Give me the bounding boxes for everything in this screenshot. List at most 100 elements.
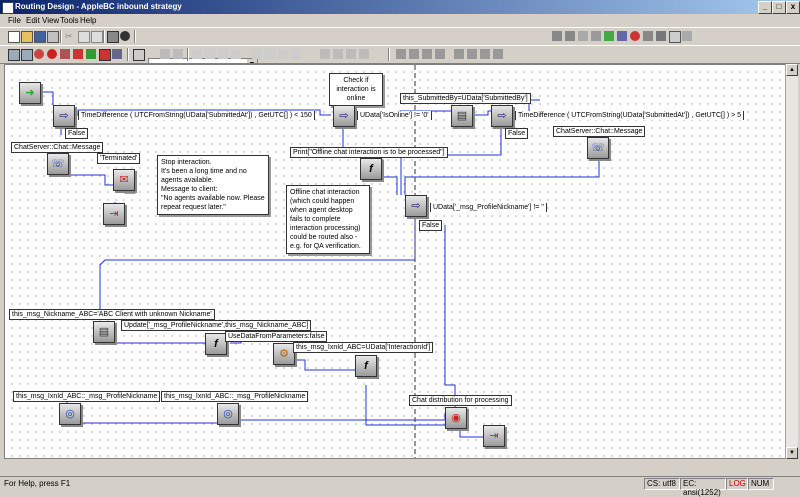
condition-time1-label: TimeDifference ( UTCFromString(UData['Su… xyxy=(78,111,315,120)
new-icon[interactable] xyxy=(8,31,20,43)
debug-icon[interactable] xyxy=(617,31,627,41)
label-ixnid-profile-1: this_msg_IxnId_ABC::_msg_ProfileNickname xyxy=(13,391,161,402)
terminate-icon[interactable] xyxy=(99,49,111,61)
order-icon[interactable] xyxy=(396,49,406,59)
condition-node-time1[interactable]: ⇨ xyxy=(53,105,75,127)
minimize-button[interactable]: _ xyxy=(758,1,772,14)
assign-node-ixnid-profile-2[interactable]: ◎ xyxy=(217,403,239,425)
align-middle-icon[interactable] xyxy=(252,49,262,59)
properties-icon[interactable] xyxy=(656,31,666,41)
exit-icon[interactable] xyxy=(47,49,57,59)
align-bottom-icon[interactable] xyxy=(265,49,275,59)
design-canvas[interactable]: ➜ ⇨ TimeDifference ( UTCFromString(UData… xyxy=(4,64,786,459)
align-left-icon[interactable] xyxy=(192,49,202,59)
note-stop-interaction: Stop interaction. It's been a long time … xyxy=(157,155,269,215)
target-node-distribution[interactable]: ◉ xyxy=(445,407,467,429)
align-right-icon[interactable] xyxy=(218,49,228,59)
condition-node-profile[interactable]: ⇨ xyxy=(405,195,427,217)
function-icon: f xyxy=(369,163,373,175)
label-terminated: 'Terminated' xyxy=(97,153,141,164)
menu-view[interactable]: View xyxy=(42,16,60,25)
align-top-icon[interactable] xyxy=(231,49,241,59)
assign-node-submitted-by[interactable]: ▤ xyxy=(451,105,473,127)
stop-icon[interactable] xyxy=(630,31,640,41)
entry-node[interactable]: ➜ xyxy=(19,82,41,104)
mail-stop-icon: ✉ xyxy=(119,174,129,186)
menu-help[interactable]: Help xyxy=(80,16,97,25)
find-icon[interactable] xyxy=(120,31,130,41)
paste-icon[interactable] xyxy=(91,31,103,43)
front-icon[interactable] xyxy=(480,49,490,59)
print-icon[interactable] xyxy=(107,31,119,43)
separator xyxy=(60,30,62,43)
filter-icon[interactable] xyxy=(578,31,588,41)
condition-node-isonline[interactable]: ⇨ xyxy=(333,105,355,127)
label-ixnid: this_msg_IxnId_ABC=UData['InteractionId'… xyxy=(293,342,434,353)
function-icon[interactable] xyxy=(60,49,70,59)
same-height-icon[interactable] xyxy=(291,49,301,59)
save-icon[interactable] xyxy=(34,31,46,43)
settings-icon[interactable] xyxy=(643,31,653,41)
close-button[interactable]: x xyxy=(786,1,800,14)
menu-tools[interactable]: Tools xyxy=(60,16,79,25)
function-node-print[interactable]: f xyxy=(360,158,382,180)
scroll-down-icon[interactable]: ▼ xyxy=(786,447,798,459)
back-icon[interactable] xyxy=(493,49,503,59)
layout-icon[interactable] xyxy=(8,49,20,61)
chat-icon[interactable] xyxy=(112,49,122,59)
menu-file[interactable]: File xyxy=(8,16,21,25)
space-h-icon[interactable] xyxy=(320,49,330,59)
cut-icon[interactable]: ✂ xyxy=(65,31,73,41)
scroll-up-icon[interactable]: ▲ xyxy=(786,64,798,76)
label-usedata: UseDataFromParameters:false xyxy=(225,331,328,342)
label-ixnid-profile-2: this_msg_IxnId_ABC::_msg_ProfileNickname xyxy=(161,391,309,402)
chat-message-node-1[interactable]: ☏ xyxy=(47,153,69,175)
branch-icon: ⇨ xyxy=(411,200,421,212)
tool-icon[interactable] xyxy=(591,31,601,41)
group-icon[interactable] xyxy=(454,49,464,59)
nav-forward-icon[interactable] xyxy=(565,31,575,41)
open-icon[interactable] xyxy=(21,31,33,43)
center-v-icon[interactable] xyxy=(359,49,369,59)
status-help: For Help, press F1 xyxy=(4,479,71,488)
order3-icon[interactable] xyxy=(422,49,432,59)
lock-icon[interactable] xyxy=(47,31,59,43)
terminate-node[interactable]: ✉ xyxy=(113,169,135,191)
same-width-icon[interactable] xyxy=(278,49,288,59)
assign-node-nickname[interactable]: ▤ xyxy=(93,321,115,343)
entry-icon[interactable] xyxy=(34,49,44,59)
order4-icon[interactable] xyxy=(435,49,445,59)
vertical-scrollbar[interactable]: ▲ ▼ xyxy=(785,64,798,459)
exit-node-2[interactable]: ⇥ xyxy=(483,425,505,447)
order2-icon[interactable] xyxy=(409,49,419,59)
grid-icon[interactable] xyxy=(21,49,33,61)
select-icon[interactable] xyxy=(160,49,170,59)
lookup-icon: ◎ xyxy=(223,408,233,420)
help-icon[interactable] xyxy=(682,31,692,41)
assign-node-ixnid-profile-1[interactable]: ◎ xyxy=(59,403,81,425)
window-icon[interactable] xyxy=(669,31,681,43)
false-branch-label-2: False xyxy=(505,128,529,139)
function-node-ixnid[interactable]: f xyxy=(355,355,377,377)
exit-node-1[interactable]: ⇥ xyxy=(103,203,125,225)
target-icon[interactable] xyxy=(73,49,83,59)
maximize-button[interactable]: □ xyxy=(772,1,786,14)
status-ec: EC: ansi(1252) xyxy=(683,479,721,497)
menu-edit[interactable]: Edit xyxy=(26,16,40,25)
properties-node-usedata[interactable]: ⚙ xyxy=(273,343,295,365)
space-v-icon[interactable] xyxy=(333,49,343,59)
ungroup-icon[interactable] xyxy=(467,49,477,59)
function-node-update[interactable]: f xyxy=(205,333,227,355)
pointer-icon[interactable] xyxy=(173,49,183,59)
branch-icon: ⇨ xyxy=(339,110,349,122)
align-center-icon[interactable] xyxy=(205,49,215,59)
condition-time2-label: TimeDifference ( UTCFromString(UData['Su… xyxy=(515,111,745,120)
condition-node-time2[interactable]: ⇨ xyxy=(491,105,513,127)
chat-message-node-2[interactable]: ☏ xyxy=(587,137,609,159)
route-icon[interactable] xyxy=(86,49,96,59)
center-h-icon[interactable] xyxy=(346,49,356,59)
nav-back-icon[interactable] xyxy=(552,31,562,41)
view-icon[interactable] xyxy=(604,31,614,41)
zoom-icon[interactable] xyxy=(133,49,145,61)
copy-icon[interactable] xyxy=(78,31,90,43)
